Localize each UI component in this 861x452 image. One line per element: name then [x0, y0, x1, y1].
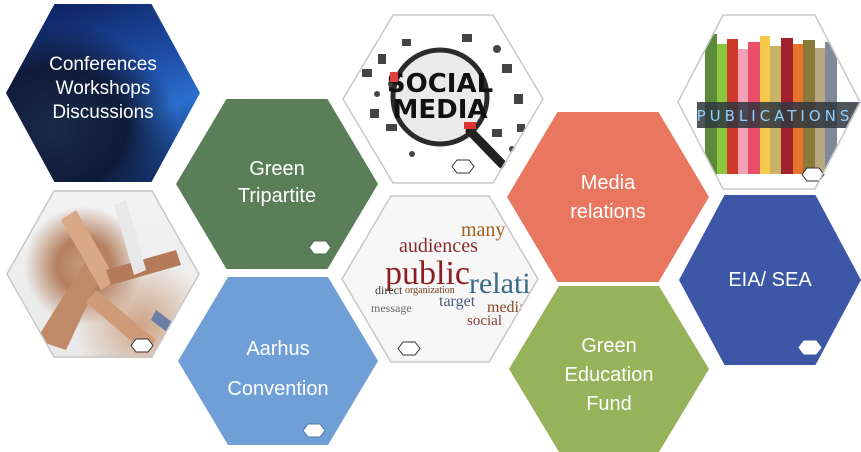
media-word: MEDIA: [392, 95, 487, 125]
hex-conferences[interactable]: Conferences Workshops Discussions: [6, 4, 200, 182]
hex-green-education-fund[interactable]: Green Education Fund: [509, 286, 709, 452]
mini-hex-icon: [130, 338, 154, 353]
mini-hex-icon: [397, 341, 421, 356]
fund-label: Fund: [586, 393, 632, 415]
mini-hex-icon: [801, 167, 825, 182]
hex-public-relations-wordcloud[interactable]: audiences public relati many direct targ…: [341, 195, 539, 363]
cloud-word: message: [371, 301, 412, 315]
mini-hex-icon: [798, 340, 822, 355]
hex-teamwork-hands[interactable]: [6, 190, 200, 358]
convention-label: Convention: [227, 378, 329, 400]
publications-books-image: PUBLICATIONS: [677, 14, 861, 190]
media-label: Media: [580, 172, 636, 194]
education-label: Education: [564, 364, 654, 386]
tripartite-label: Tripartite: [237, 185, 317, 207]
hex-background: [507, 112, 709, 282]
discussions-label: Discussions: [52, 102, 154, 123]
teamwork-hands-photo: [6, 190, 200, 358]
mini-hex-icon: [308, 240, 332, 255]
cloud-word: organization: [405, 285, 455, 296]
green-label: Green: [249, 158, 305, 180]
conferences-label: Conferences: [49, 54, 157, 75]
cloud-word: social: [467, 313, 502, 329]
relations-label: relations: [570, 201, 646, 223]
cloud-word: many: [461, 219, 506, 241]
aarhus-label: Aarhus: [246, 338, 310, 360]
hex-publications[interactable]: PUBLICATIONS: [677, 14, 861, 190]
workshops-label: Workshops: [55, 78, 151, 99]
mini-hex-icon: [451, 159, 475, 174]
cloud-word: direct: [375, 283, 403, 297]
hex-eia-sea[interactable]: EIA/ SEA: [679, 195, 861, 365]
green-label: Green: [581, 335, 637, 357]
hex-media-relations[interactable]: Media relations: [507, 112, 709, 282]
eia-sea-label: EIA/ SEA: [728, 269, 812, 291]
publications-word: PUBLICATIONS: [697, 107, 854, 125]
mini-hex-icon: [302, 423, 326, 438]
hex-social-media[interactable]: SOCIAL MEDIA: [342, 14, 544, 184]
